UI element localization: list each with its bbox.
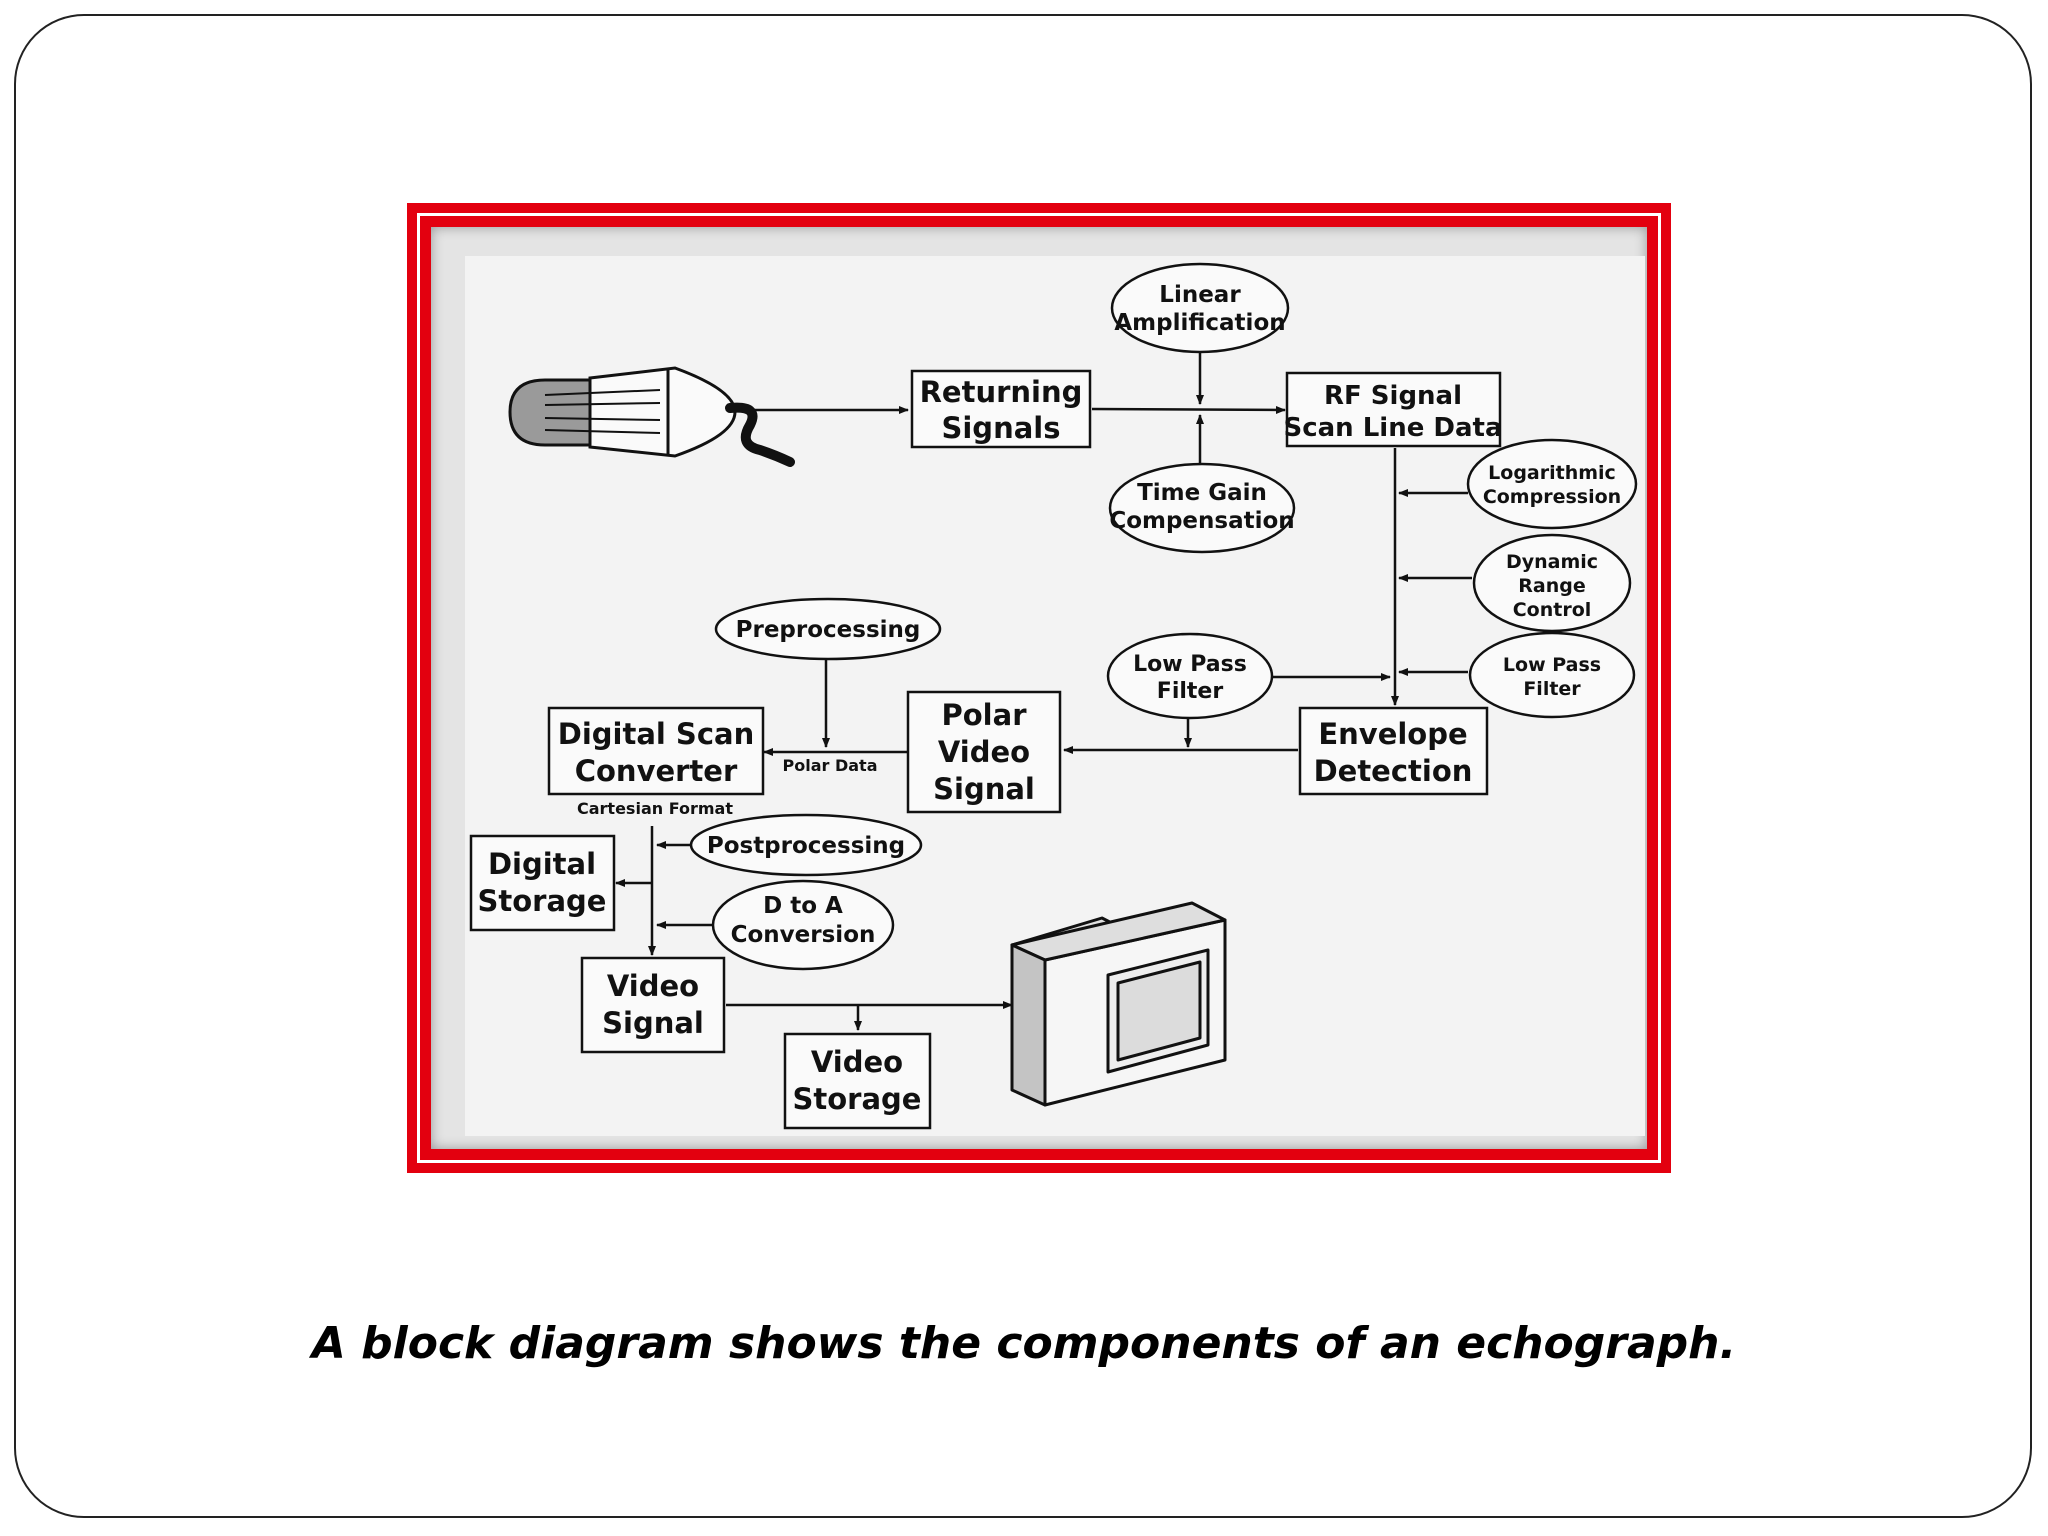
box-rf-signal: RF Signal Scan Line Data bbox=[1283, 371, 1503, 448]
ellipse-low-pass-filter-center: Low Pass Filter bbox=[1106, 632, 1274, 720]
svg-text:Dynamic: Dynamic bbox=[1506, 551, 1598, 573]
svg-text:D to A: D to A bbox=[763, 893, 843, 919]
ellipse-postprocessing: Postprocessing bbox=[689, 813, 923, 877]
svg-text:Signal: Signal bbox=[602, 1006, 704, 1040]
svg-text:Filter: Filter bbox=[1157, 679, 1224, 704]
ellipse-linear-amplification: Linear Amplification bbox=[1110, 262, 1290, 354]
svg-text:Scan Line Data: Scan Line Data bbox=[1283, 413, 1502, 443]
slide-caption: A block diagram shows the components of … bbox=[311, 1318, 1737, 1369]
svg-text:Video: Video bbox=[811, 1045, 903, 1079]
connectors bbox=[615, 352, 1472, 1031]
svg-text:Postprocessing: Postprocessing bbox=[707, 833, 905, 859]
box-polar-video-signal: Polar Video Signal bbox=[906, 690, 1062, 814]
svg-text:Conversion: Conversion bbox=[731, 922, 876, 948]
box-video-signal: Video Signal bbox=[580, 956, 726, 1054]
svg-text:Signal: Signal bbox=[933, 772, 1035, 806]
box-digital-scan-converter: Digital Scan Converter bbox=[547, 706, 765, 796]
ultrasound-probe-icon bbox=[508, 366, 795, 467]
svg-text:Digital: Digital bbox=[488, 847, 596, 881]
ellipse-logarithmic-compression: Logarithmic Compression bbox=[1466, 438, 1638, 530]
box-returning-signals: Returning Signals bbox=[910, 369, 1092, 449]
svg-text:Filter: Filter bbox=[1523, 678, 1581, 700]
svg-text:Time Gain: Time Gain bbox=[1137, 480, 1267, 506]
svg-text:Linear: Linear bbox=[1159, 282, 1241, 308]
ellipse-preprocessing: Preprocessing bbox=[714, 597, 942, 661]
svg-text:Low Pass: Low Pass bbox=[1503, 654, 1601, 676]
svg-text:Compression: Compression bbox=[1483, 486, 1621, 508]
svg-text:Converter: Converter bbox=[575, 754, 738, 788]
frame-inner-line bbox=[417, 213, 1661, 1163]
svg-text:Storage: Storage bbox=[478, 884, 607, 918]
label-cartesian-format: Cartesian Format bbox=[577, 799, 733, 818]
svg-text:Storage: Storage bbox=[793, 1082, 922, 1116]
svg-text:RF Signal: RF Signal bbox=[1324, 381, 1462, 411]
svg-text:Compensation: Compensation bbox=[1109, 508, 1294, 534]
svg-text:Control: Control bbox=[1513, 599, 1592, 621]
label-polar-data: Polar Data bbox=[783, 756, 878, 775]
ellipse-dynamic-range-control: Dynamic Range Control bbox=[1472, 533, 1632, 633]
svg-text:Video: Video bbox=[607, 969, 699, 1003]
ellipse-low-pass-filter-right: Low Pass Filter bbox=[1468, 631, 1636, 719]
ellipse-time-gain-compensation: Time Gain Compensation bbox=[1108, 462, 1296, 554]
svg-text:Polar: Polar bbox=[942, 698, 1028, 732]
svg-text:Envelope: Envelope bbox=[1318, 717, 1467, 751]
svg-text:Range: Range bbox=[1518, 575, 1585, 597]
svg-text:Preprocessing: Preprocessing bbox=[736, 617, 921, 643]
ellipse-d-to-a-conversion: D to A Conversion bbox=[711, 879, 895, 971]
svg-text:Video: Video bbox=[938, 735, 1030, 769]
svg-text:Logarithmic: Logarithmic bbox=[1488, 462, 1616, 484]
crt-monitor-icon bbox=[1010, 901, 1227, 1107]
box-video-storage: Video Storage bbox=[783, 1032, 932, 1130]
box-digital-storage: Digital Storage bbox=[469, 834, 616, 932]
svg-text:Returning: Returning bbox=[920, 375, 1083, 409]
box-envelope-detection: Envelope Detection bbox=[1298, 706, 1489, 796]
svg-text:Detection: Detection bbox=[1314, 754, 1473, 788]
svg-text:Digital Scan: Digital Scan bbox=[558, 717, 754, 751]
svg-text:Amplification: Amplification bbox=[1114, 310, 1285, 336]
svg-text:Signals: Signals bbox=[941, 411, 1060, 445]
svg-text:Low Pass: Low Pass bbox=[1133, 652, 1247, 677]
